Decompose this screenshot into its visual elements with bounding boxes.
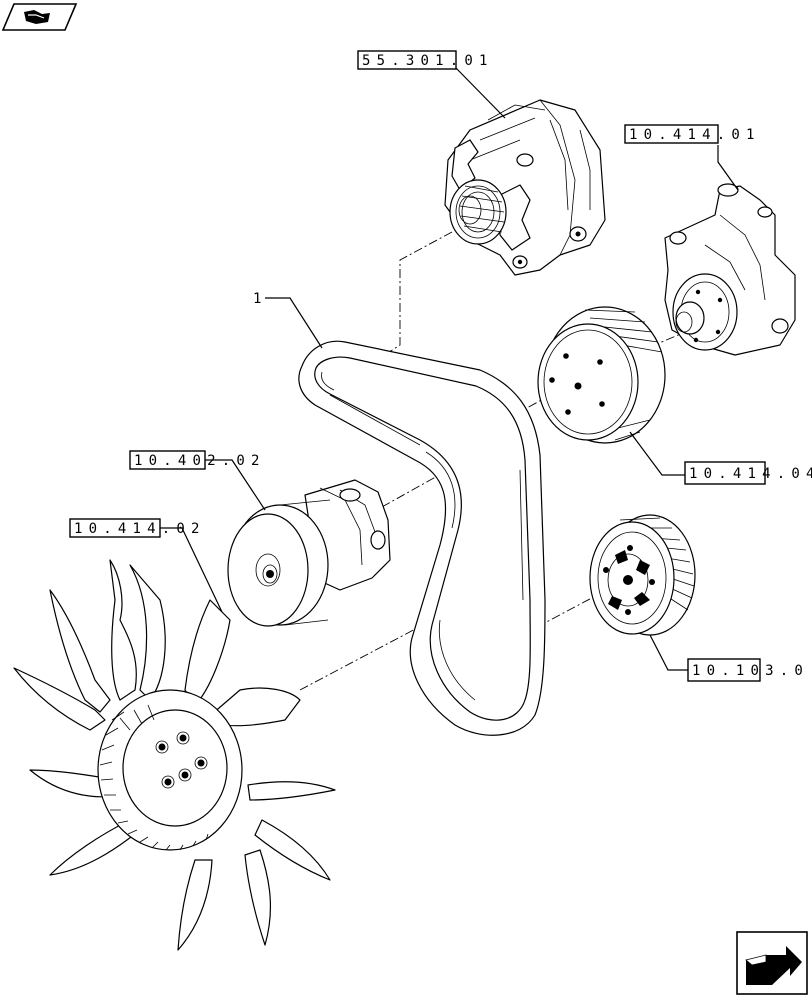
book-icon[interactable] xyxy=(1,3,78,31)
callout-crank-damper[interactable]: 10.103.0 xyxy=(687,658,809,682)
next-page-arrow-icon[interactable] xyxy=(736,931,808,995)
drive-belt xyxy=(298,340,546,736)
belt-tensioner xyxy=(227,479,391,627)
callout-label: 1 xyxy=(253,291,268,307)
callout-box xyxy=(357,50,457,70)
water-pump xyxy=(664,183,796,356)
crankshaft-damper xyxy=(589,514,696,636)
callout-label: 10.414.01 xyxy=(629,127,761,143)
leader-lines xyxy=(160,66,739,671)
callout-label: 10.414.04 xyxy=(689,466,812,482)
callout-belt-item-1[interactable]: 1 xyxy=(253,291,268,307)
callout-label: 55.301.01 xyxy=(362,53,494,69)
callout-box xyxy=(69,518,161,538)
callout-label: 10.402.02 xyxy=(134,453,266,469)
callout-box xyxy=(684,461,766,485)
callout-alternator[interactable]: 55.301.01 xyxy=(357,50,494,70)
cooling-fan xyxy=(13,559,336,951)
alternator xyxy=(444,99,606,276)
callout-box xyxy=(624,124,719,144)
callout-box xyxy=(687,658,761,682)
callout-water-pump[interactable]: 10.414.01 xyxy=(624,124,761,144)
callout-label: 10.103.0 xyxy=(692,663,809,679)
callout-fan-pulley[interactable]: 10.414.04 xyxy=(684,461,812,485)
fan-pulley xyxy=(537,306,666,444)
callout-label: 10.414.02 xyxy=(74,521,206,537)
callout-tensioner[interactable]: 10.402.02 xyxy=(129,450,266,470)
callout-box xyxy=(129,450,206,470)
callout-fan[interactable]: 10.414.02 xyxy=(69,518,206,538)
